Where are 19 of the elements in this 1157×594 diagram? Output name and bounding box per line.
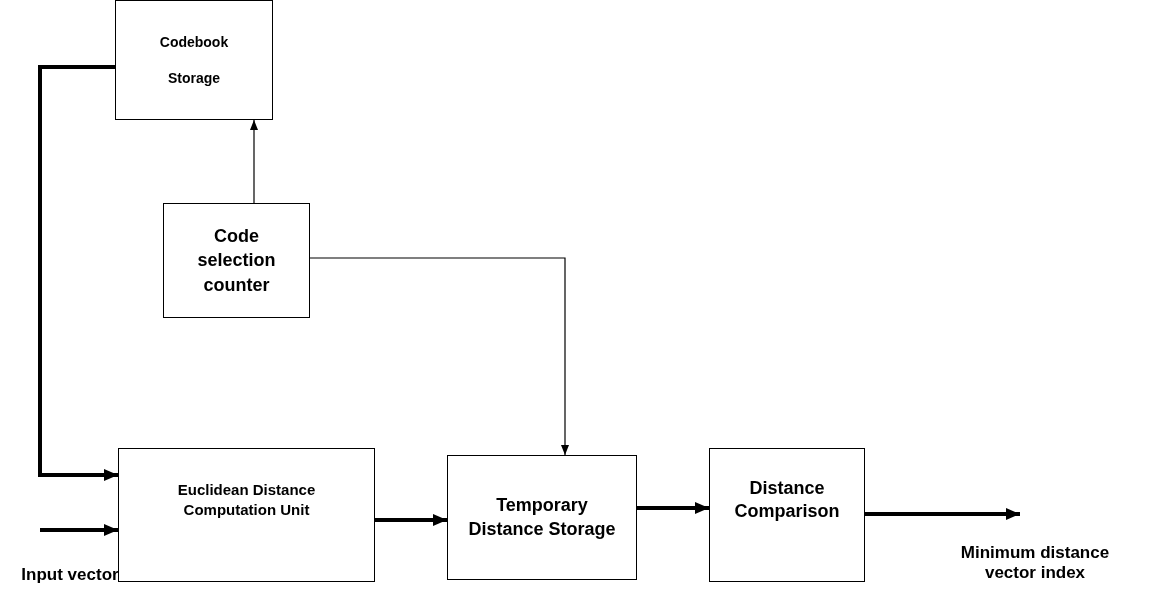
- process-box: [115, 0, 273, 120]
- arrow: [865, 508, 1020, 520]
- process-box: [118, 448, 375, 582]
- box-label: Code selection counter: [196, 225, 277, 297]
- process-box: [709, 448, 865, 582]
- process-box: [163, 203, 310, 318]
- io-label: Minimum distance vector index: [959, 543, 1111, 583]
- box-label: Temporary Distance Storage: [468, 494, 616, 541]
- arrow: [309, 257, 569, 456]
- arrow: [375, 514, 447, 526]
- box-label: Distance Comparison: [733, 476, 841, 523]
- box-label: Euclidean Distance Computation Unit: [176, 479, 317, 520]
- box-label: Codebook Storage: [158, 32, 230, 88]
- arrow: [38, 65, 118, 481]
- arrow: [250, 119, 258, 204]
- arrow: [40, 524, 118, 536]
- arrow: [637, 502, 709, 514]
- io-label: Input vector: [20, 565, 120, 585]
- process-box: [447, 455, 637, 580]
